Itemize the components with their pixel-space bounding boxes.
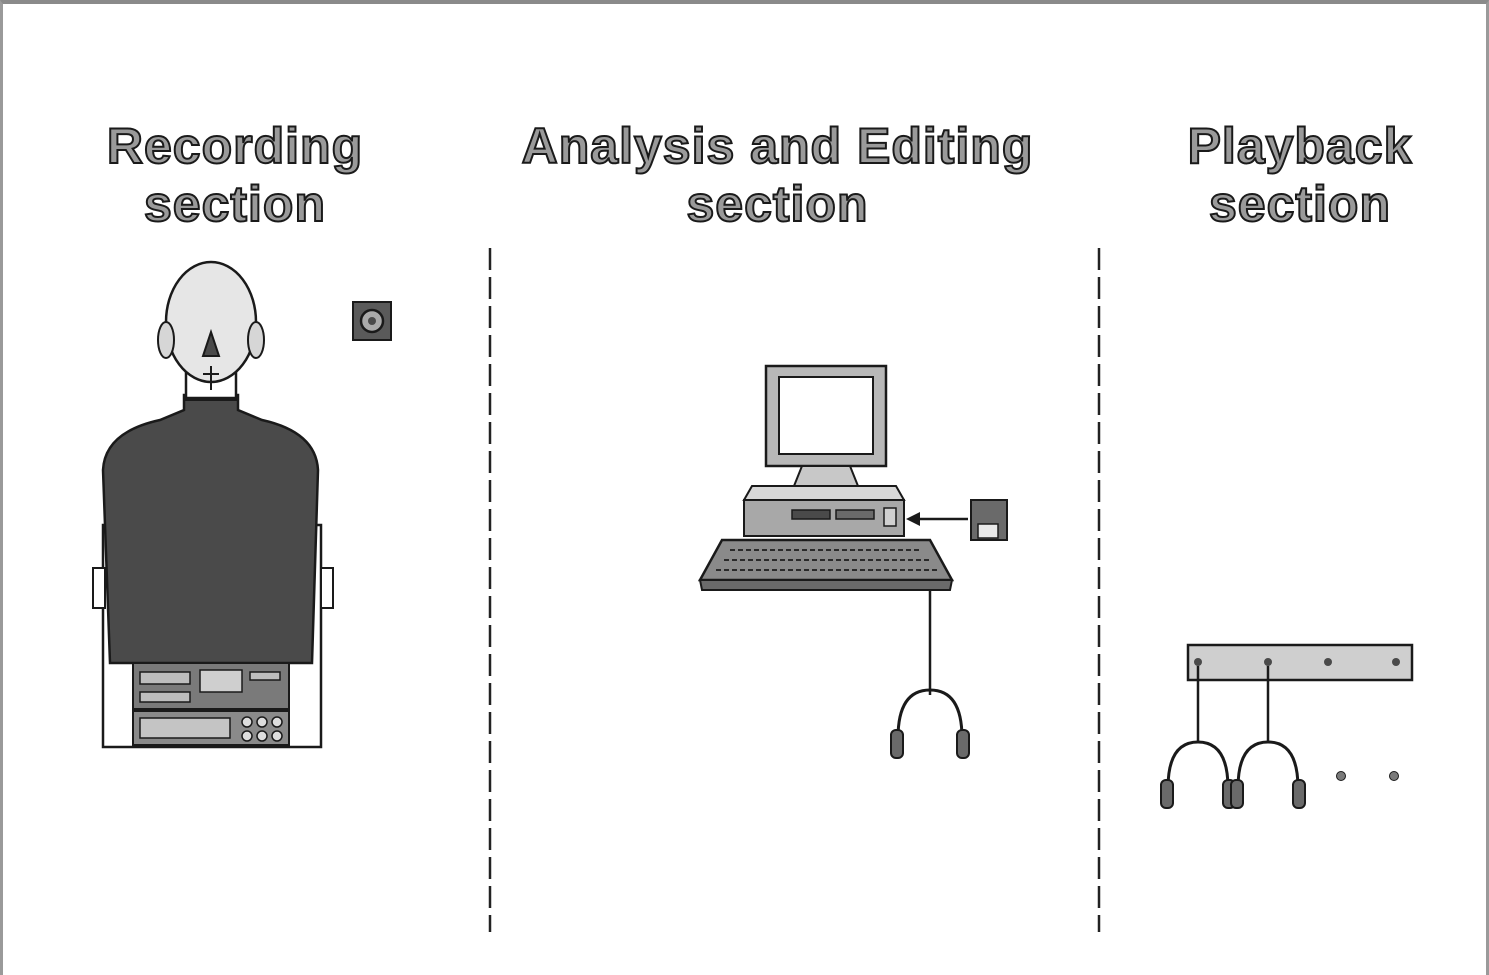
recording-title-line1: Recording bbox=[106, 117, 364, 175]
playback-headphones-1-icon bbox=[1160, 740, 1236, 809]
microphone-icon bbox=[352, 301, 392, 341]
recording-title-line2: section bbox=[143, 175, 327, 233]
recording-section-title: Recording section bbox=[70, 117, 400, 233]
insert-arrow-icon bbox=[906, 512, 968, 526]
playback-cables-icon bbox=[1196, 666, 1270, 742]
keyboard-icon bbox=[697, 538, 955, 591]
headphone-amplifier-icon bbox=[1186, 643, 1414, 682]
dummy-head-icon bbox=[157, 260, 265, 401]
floppy-disk-icon bbox=[970, 499, 1008, 541]
playback-section-title: Playback section bbox=[1150, 117, 1450, 233]
playback-headphones-2-icon bbox=[1230, 740, 1306, 809]
analysis-section-title: Analysis and Editing section bbox=[505, 117, 1050, 233]
more-headphones-ellipsis-icon bbox=[1336, 771, 1399, 781]
analysis-title-line2: section bbox=[685, 175, 869, 233]
dummy-torso-icon bbox=[101, 393, 320, 665]
playback-title-line1: Playback bbox=[1187, 117, 1413, 175]
recorder-icon bbox=[132, 662, 290, 746]
analysis-title-line1: Analysis and Editing bbox=[521, 117, 1034, 175]
computer-unit-icon bbox=[742, 485, 906, 537]
analysis-headphones-icon bbox=[890, 688, 970, 759]
computer-monitor-icon bbox=[764, 364, 888, 487]
playback-title-line2: section bbox=[1208, 175, 1392, 233]
